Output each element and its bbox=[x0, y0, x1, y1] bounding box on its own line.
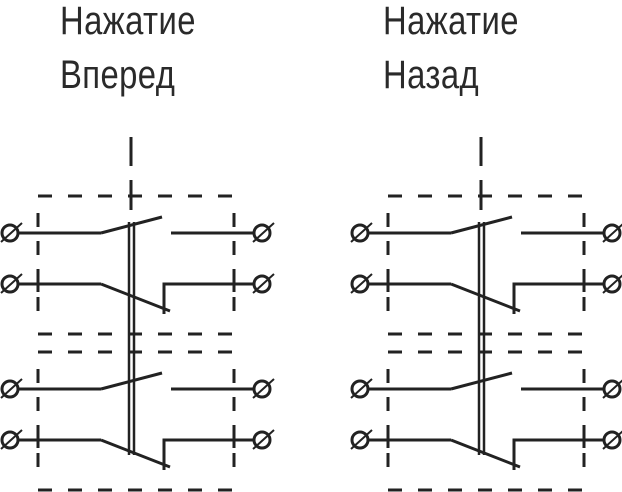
contact-blade-no bbox=[450, 215, 513, 235]
terminal-slash bbox=[602, 379, 622, 399]
terminal-slash bbox=[602, 274, 622, 294]
title-line-1: Нажатие bbox=[383, 0, 519, 43]
terminal-slash bbox=[252, 429, 275, 450]
switch-diagram-backward bbox=[350, 137, 622, 492]
switch-pole-1 bbox=[350, 215, 622, 314]
wire-right-nc bbox=[512, 282, 604, 314]
diagram-title-backward: Нажатие Назад bbox=[383, 0, 519, 102]
terminal-slash bbox=[252, 273, 275, 294]
contact-blade-nc bbox=[100, 438, 171, 469]
switch-pole-1 bbox=[0, 215, 275, 314]
wire-right-nc bbox=[162, 438, 254, 470]
switch-pole-2 bbox=[350, 371, 622, 470]
wire-right-nc bbox=[162, 282, 254, 314]
terminal-slash bbox=[252, 222, 275, 243]
contact-blade-no bbox=[450, 371, 513, 391]
title-line-1: Нажатие bbox=[60, 0, 196, 43]
terminal-slash bbox=[0, 222, 23, 243]
terminal-slash bbox=[0, 429, 23, 450]
wire-right-nc bbox=[512, 438, 604, 470]
contact-blade-nc bbox=[450, 438, 521, 469]
contact-blade-nc bbox=[100, 282, 171, 313]
switch-diagram-forward bbox=[0, 137, 275, 492]
terminal-slash bbox=[350, 378, 373, 399]
switch-pole-2 bbox=[0, 371, 275, 470]
diagram-title-forward: Нажатие Вперед bbox=[60, 0, 196, 102]
title-line-2: Назад bbox=[383, 53, 480, 97]
terminal-slash bbox=[350, 273, 373, 294]
contact-blade-no bbox=[100, 371, 163, 391]
terminal-slash bbox=[0, 378, 23, 399]
terminal-slash bbox=[350, 429, 373, 450]
title-line-2: Вперед bbox=[60, 53, 176, 97]
contact-blade-nc bbox=[450, 282, 521, 313]
terminal-slash bbox=[0, 273, 23, 294]
terminal-slash bbox=[602, 223, 622, 243]
terminal-slash bbox=[252, 378, 275, 399]
terminal-slash bbox=[602, 430, 622, 450]
terminal-slash bbox=[350, 222, 373, 243]
contact-blade-no bbox=[100, 215, 163, 235]
